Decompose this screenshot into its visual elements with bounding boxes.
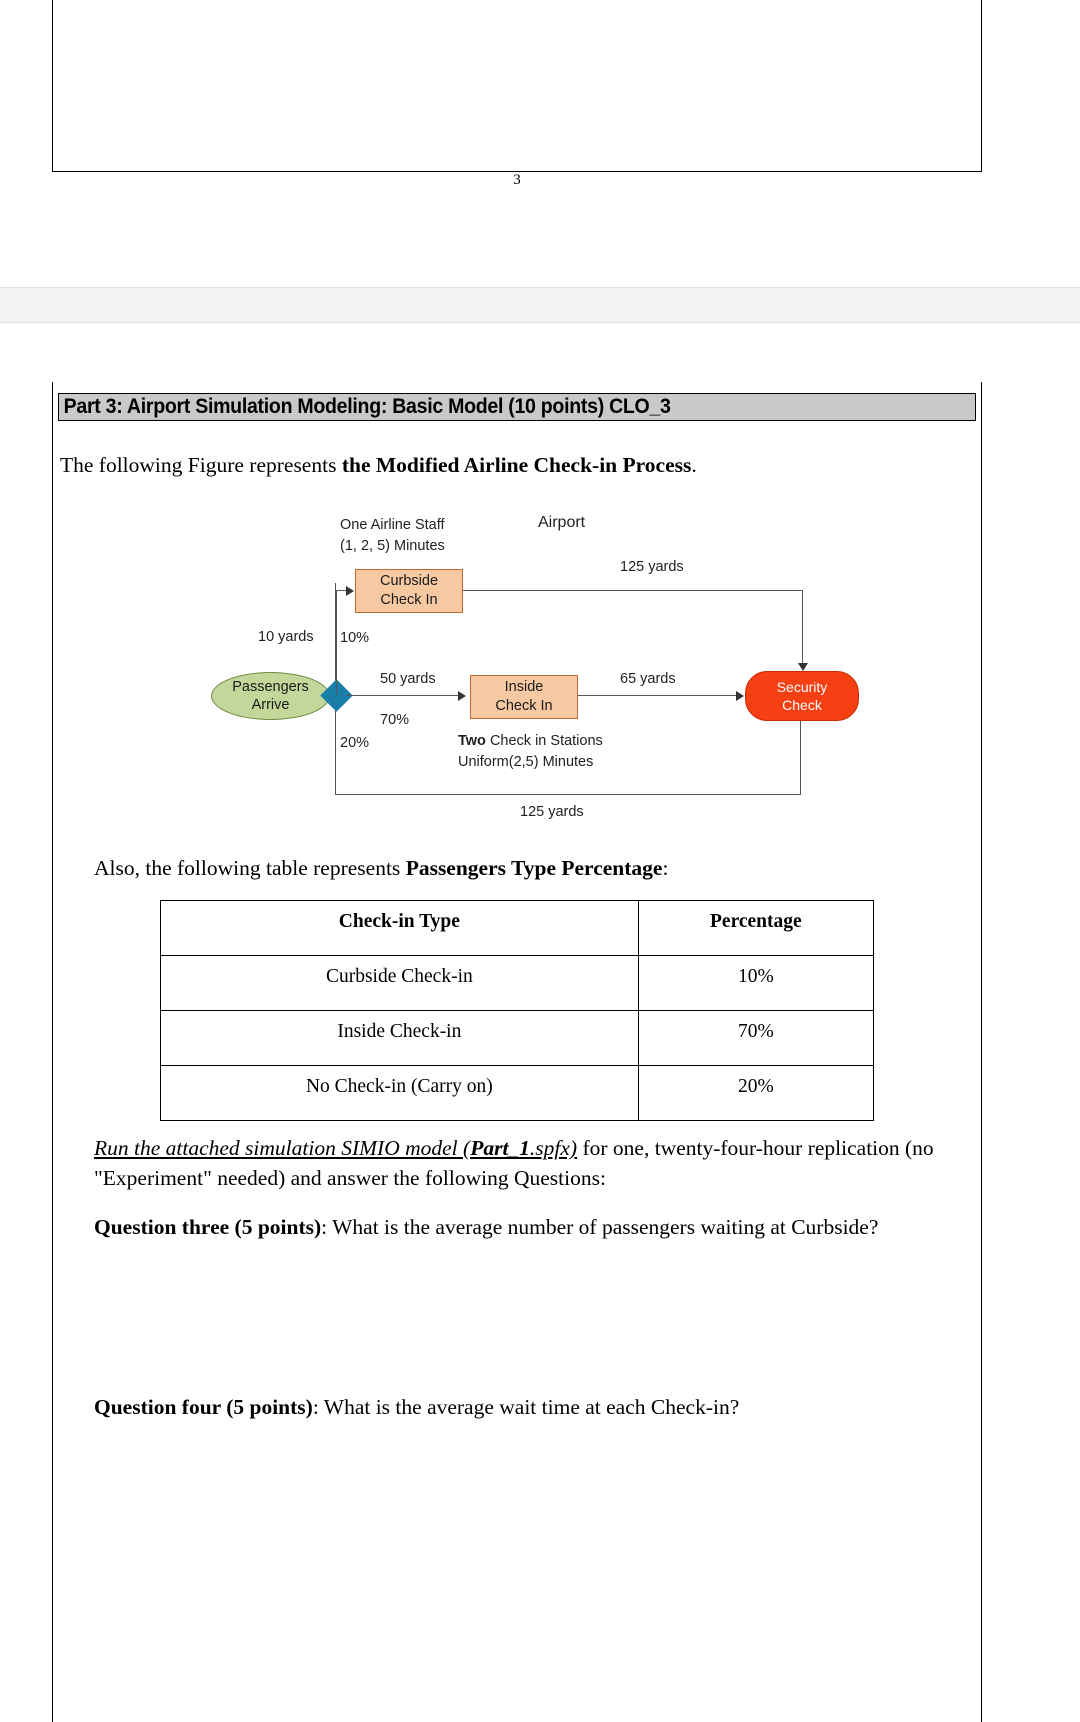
cell-percentage: 20% [637, 1065, 875, 1121]
question-four-label: Question four (5 points) [94, 1395, 313, 1419]
table-row: No Check-in (Carry on) 20% [160, 1065, 875, 1121]
table-intro-bold: Passengers Type Percentage [405, 856, 663, 880]
edge-label-curbside-pct: 10% [340, 630, 370, 646]
node-inside-check-in: Inside Check In [470, 675, 578, 719]
security-left-arrow [736, 691, 744, 701]
section-header: Part 3: Airport Simulation Modeling: Bas… [58, 393, 976, 421]
cell-checkin-type: No Check-in (Carry on) [160, 1065, 639, 1121]
table-row: Curbside Check-in 10% [160, 955, 875, 1011]
airline-checkin-process-diagram: One Airline Staff (1, 2, 5) Minutes Airp… [200, 505, 900, 835]
page-number: 3 [513, 172, 521, 188]
edge-label-inside-pct: 70% [380, 712, 410, 728]
curbside-label-line2: Check In [380, 592, 438, 608]
node-security-check: Security Check [745, 671, 859, 721]
edge-label-arrive-distance: 10 yards [258, 629, 314, 645]
inside-label-line2: Check In [495, 698, 553, 714]
airport-boundary-bottom [335, 794, 801, 796]
run-instruction-paragraph: Run the attached simulation SIMIO model … [94, 1133, 984, 1193]
intro-text-2: . [691, 453, 697, 477]
page-gap-band [0, 287, 1080, 323]
question-four-text: : What is the average wait time at each … [312, 1395, 740, 1419]
cell-percentage: 70% [637, 1010, 875, 1066]
passengers-type-percentage-table: Check-in Type Percentage Curbside Check-… [160, 900, 875, 1121]
stations-note-line2: Uniform(2,5) Minutes [458, 754, 594, 770]
node-curbside-check-in: Curbside Check In [355, 569, 463, 613]
question-three-text: : What is the average number of passenge… [321, 1215, 879, 1239]
staff-note-line2: (1, 2, 5) Minutes [340, 538, 445, 554]
run-instruction-plain: for one, twenty-four-hour replication (n… [94, 1136, 934, 1190]
previous-page-sheet [52, 0, 982, 172]
table-header-percentage: Percentage [637, 900, 875, 956]
stations-note-line1: Two Check in Stations [458, 733, 603, 749]
edge-label-curbside-to-security: 125 yards [620, 559, 684, 575]
table-intro-text-1: Also, the following table represents [94, 856, 406, 880]
section-header-title: Part 3: Airport Simulation Modeling: Bas… [63, 395, 671, 418]
intro-bold: the Modified Airline Check-in Process [341, 453, 692, 477]
arrive-label-line1: Passengers [232, 679, 309, 695]
edge-diamond-to-inside [346, 695, 458, 697]
inside-label-line1: Inside [504, 679, 544, 695]
curbside-label-line1: Curbside [379, 573, 439, 589]
security-label-line1: Security [776, 679, 828, 695]
edge-label-bypass-distance: 125 yards [520, 804, 584, 820]
table-intro-text-2: : [662, 856, 669, 880]
edge-arrive-to-curbside-horizontal [336, 590, 348, 592]
table-intro-paragraph: Also, the following table represents Pas… [94, 853, 954, 883]
cell-checkin-type: Curbside Check-in [160, 955, 639, 1011]
diagram-title-airport: Airport [538, 514, 586, 531]
edge-inside-to-security [578, 695, 738, 697]
security-label-line2: Check [782, 697, 822, 713]
run-instruction-italic-2: .spfx) [529, 1136, 578, 1160]
edge-arrive-to-curbside-vertical [336, 591, 338, 695]
edge-label-inside-distance: 50 yards [380, 671, 436, 687]
curbside-arrow [346, 586, 354, 596]
question-three-label: Question three (5 points) [94, 1215, 322, 1239]
staff-note-line1: One Airline Staff [340, 517, 445, 533]
intro-paragraph: The following Figure represents the Modi… [60, 450, 960, 480]
edge-curbside-to-security-vertical [802, 590, 804, 668]
stations-note-rest: Check in Stations [485, 733, 603, 749]
airport-boundary-right [800, 720, 802, 795]
arrive-label-line2: Arrive [251, 697, 290, 713]
run-instruction-model-name: Part_1 [470, 1136, 530, 1160]
table-row: Inside Check-in 70% [160, 1010, 875, 1066]
node-passengers-arrive: Passengers Arrive [211, 672, 330, 720]
edge-curbside-to-security-horizontal [463, 590, 803, 592]
cell-checkin-type: Inside Check-in [160, 1010, 639, 1066]
edge-label-inside-to-security: 65 yards [620, 671, 676, 687]
table-header-checkin-type: Check-in Type [160, 900, 639, 956]
question-three: Question three (5 points): What is the a… [94, 1212, 984, 1242]
run-instruction-italic-1: Run the attached simulation SIMIO model … [94, 1136, 471, 1160]
inside-arrow [458, 691, 466, 701]
intro-text-1: The following Figure represents [60, 453, 342, 477]
table-header-row: Check-in Type Percentage [160, 900, 875, 956]
question-four: Question four (5 points): What is the av… [94, 1392, 984, 1422]
security-top-arrow [798, 663, 808, 671]
cell-percentage: 10% [637, 955, 875, 1011]
edge-label-nocheckin-pct: 20% [340, 735, 370, 751]
stations-note-bold: Two [458, 733, 486, 749]
